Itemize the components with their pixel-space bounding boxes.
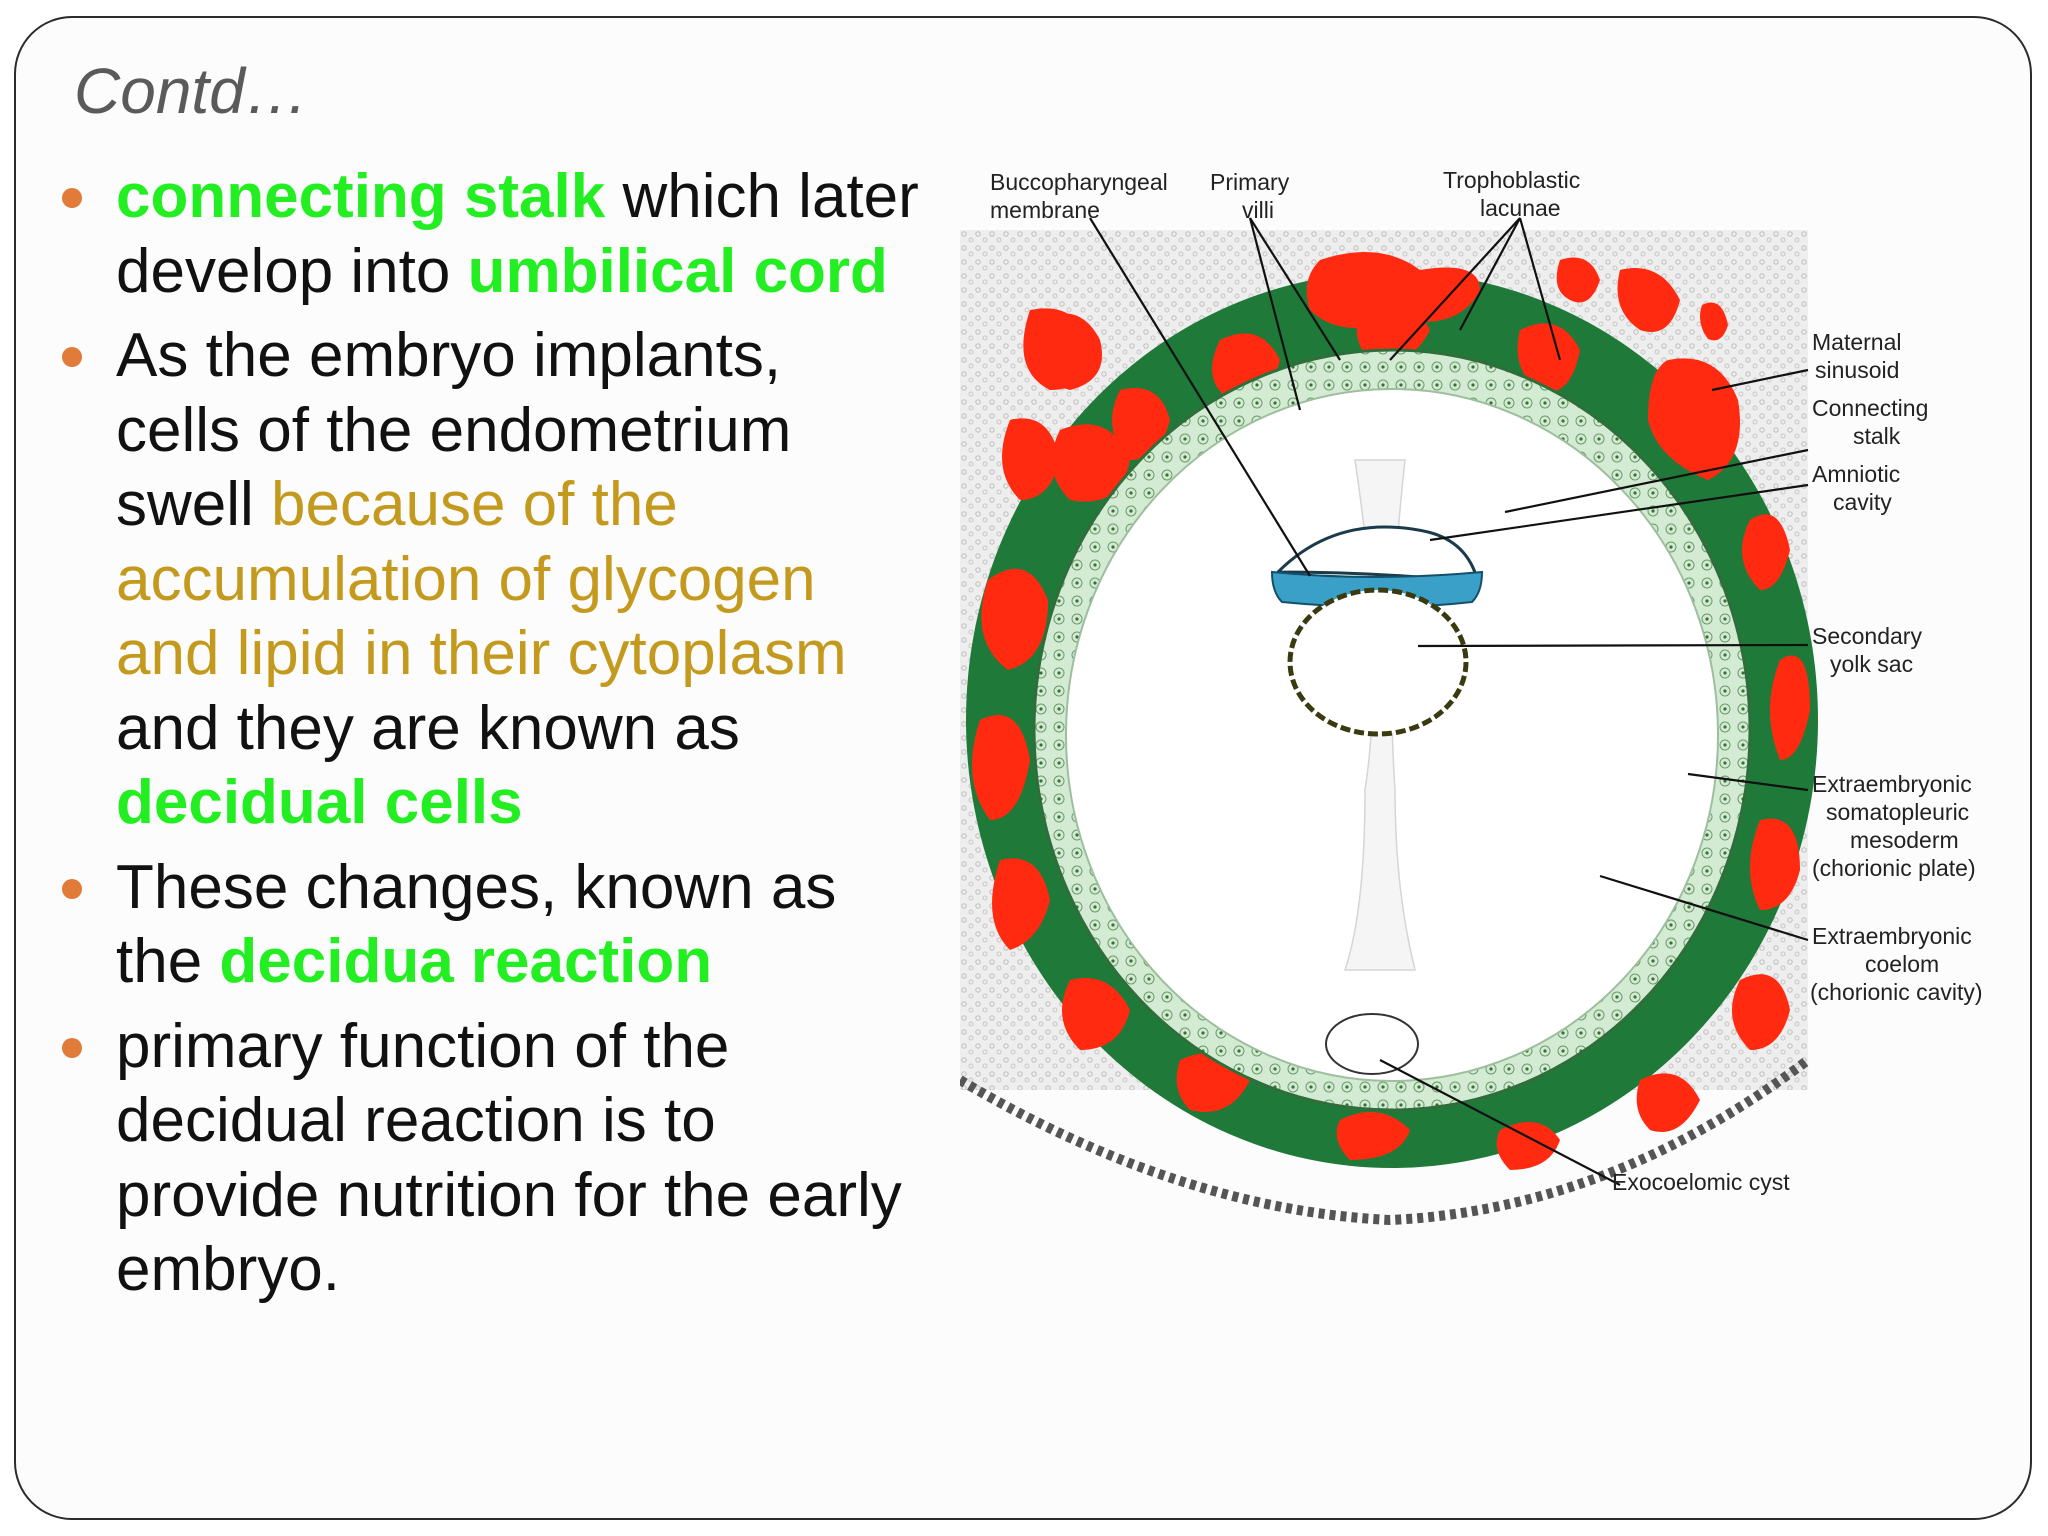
bullet-text-part: because of the accumulation of glycogen … [116,470,847,688]
leader-lines [1089,217,1809,1186]
diagram-labels: Buccopharyngeal membrane Primary villi T… [990,167,1983,1195]
implantation-diagram: Buccopharyngeal membrane Primary villi T… [960,167,1983,1226]
bullet-item: connecting stalk which later develop int… [62,160,922,309]
label-amniotic: Amniotic [1812,461,1900,487]
label-maternal-2: sinusoid [1815,357,1899,383]
label-exocoelomic: Exocoelomic cyst [1612,1169,1790,1195]
label-mesoderm-3: mesoderm [1850,827,1959,853]
label-amniotic-2: cavity [1833,489,1892,515]
label-buccopharyngeal-2: membrane [990,197,1100,223]
secondary-yolk-sac [1287,587,1469,737]
label-primary-villi-2: villi [1242,197,1274,223]
exocoelomic-cyst [1325,1013,1419,1075]
bullet-item: As the embryo implants, cells of the end… [62,319,922,841]
bullet-list: connecting stalk which later develop int… [62,160,922,1318]
uterine-epithelium [960,1056,1812,1226]
trophoblastic-lacunae [972,303,1810,1170]
bullet-text-part: These changes, known as the [116,852,837,997]
label-yolk-sac: Secondary [1812,623,1922,649]
bullet-dot-icon [62,1037,82,1058]
bullet-item: These changes, known as the decidua reac… [62,851,922,1000]
bullet-text-part: umbilical cord [467,236,888,306]
label-coelom-3: (chorionic cavity) [1810,979,1983,1005]
label-primary-villi: Primary [1210,169,1290,195]
bullet-text-part: and they are known as [116,693,740,763]
embryonic-disc [1270,570,1484,608]
label-trophoblastic: Trophoblastic [1443,167,1580,193]
bullet-text-part: decidual cells [116,768,523,837]
bullet-text-part: connecting stalk [116,162,606,231]
label-yolk-sac-2: yolk sac [1830,651,1913,677]
bullet-text-part: primary function of the decidual reactio… [116,1011,902,1305]
bullet-dot-icon [62,878,82,899]
label-mesoderm-2: somatopleuric [1826,799,1969,825]
label-coelom: Extraembryonic [1812,923,1972,949]
label-connecting-2: stalk [1853,423,1901,449]
label-maternal: Maternal [1812,329,1901,355]
amniotic-cavity [1274,525,1480,584]
bullet-text-part: which later develop into [116,162,919,306]
bullet-text-part: decidua reaction [219,927,713,996]
label-buccopharyngeal: Buccopharyngeal [990,169,1168,195]
slide-title: Contd… [74,55,309,127]
label-connecting: Connecting [1812,395,1928,421]
label-coelom-2: coelom [1865,951,1939,977]
label-trophoblastic-2: lacunae [1480,195,1561,221]
label-mesoderm: Extraembryonic [1812,771,1972,797]
bullet-dot-icon [62,188,82,208]
bullet-item: primary function of the decidual reactio… [62,1010,922,1308]
label-mesoderm-4: (chorionic plate) [1812,855,1976,881]
bullet-text-part: As the embryo implants, cells of the end… [116,321,792,539]
bullet-dot-icon [62,347,82,367]
